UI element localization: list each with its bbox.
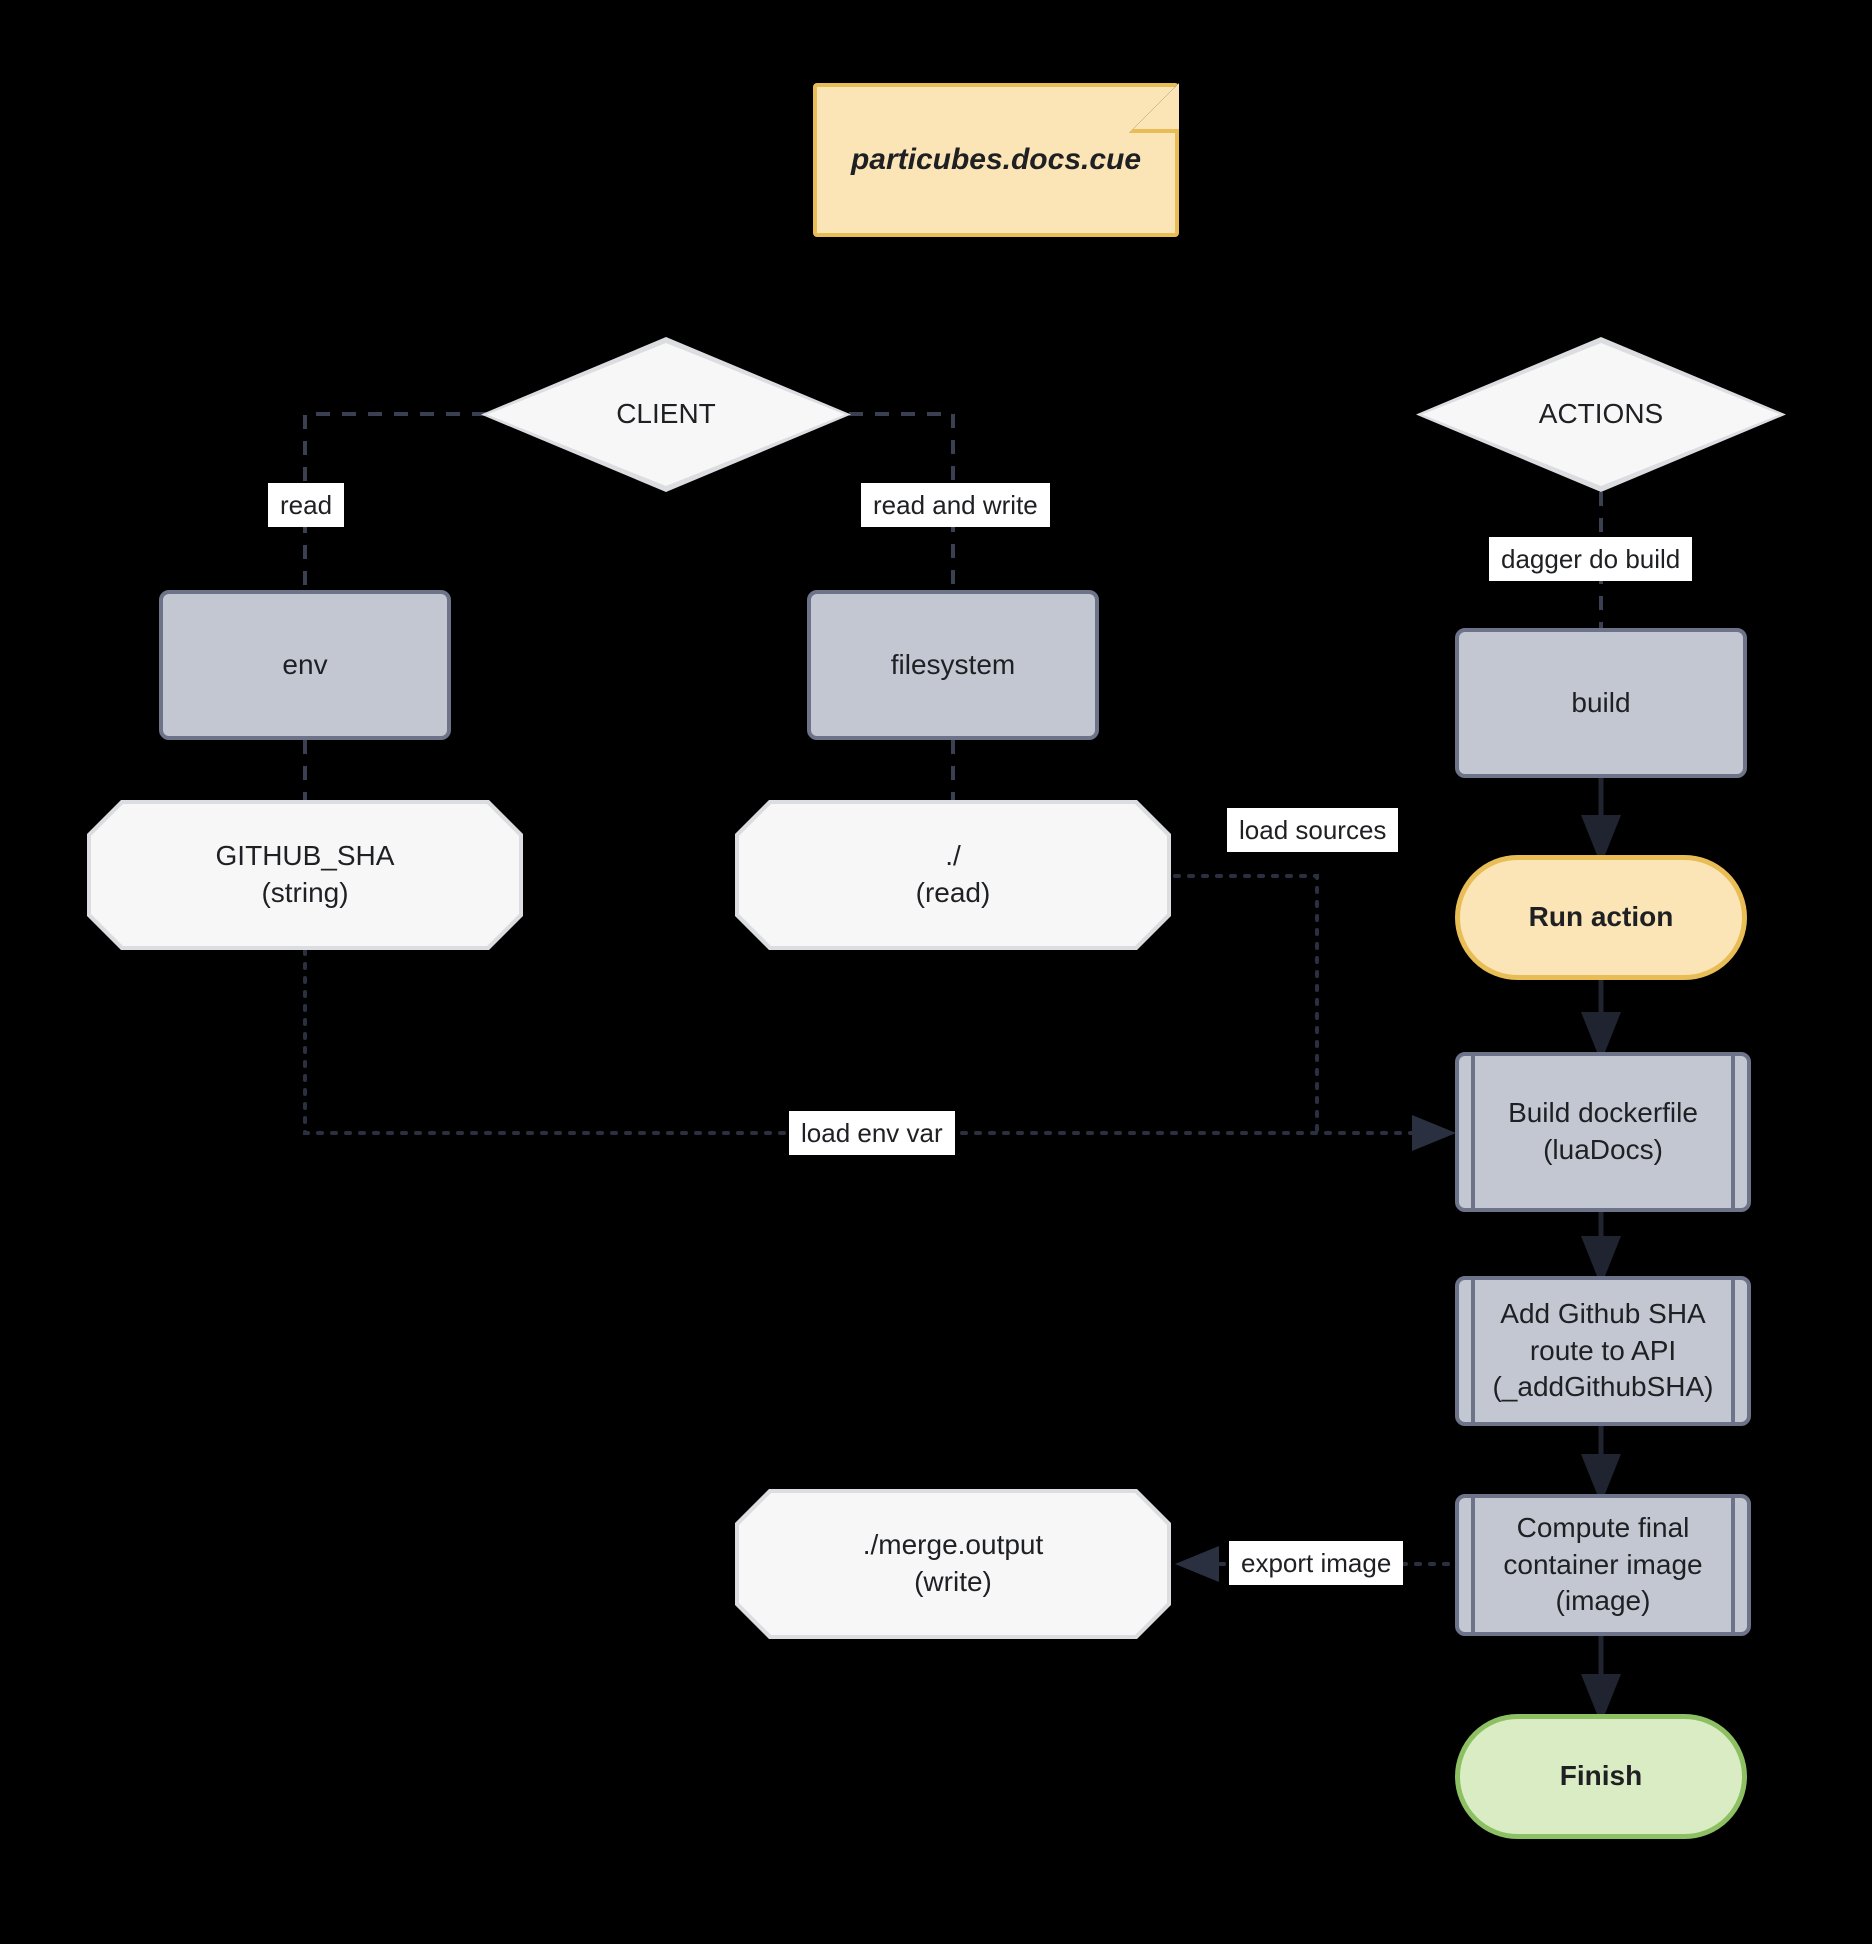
node-label: particubes.docs.cue [850,143,1142,177]
node-label: CLIENT [616,398,716,430]
edge-github-sha-build-dockerfile [303,948,1456,1151]
node-label: build [1571,686,1631,718]
edge-label-read: read [268,483,345,527]
node-label: Finish [1559,1760,1643,1792]
node-label: Build dockerfile (luaDocs) [1508,1097,1698,1165]
octagon-fill [91,804,519,946]
edge-label-load-env-var: load env var [789,1111,955,1155]
node-label: ./ (read) [915,840,991,908]
node-label: filesystem [890,648,1016,680]
node-build[interactable]: build [1455,628,1747,778]
subroutine-left-bar [1471,1056,1475,1208]
node-finish[interactable]: Finish [1455,1714,1747,1839]
octagon-fill [739,1493,1167,1635]
node-build-dockerfile[interactable]: Build dockerfile (luaDocs) [1455,1052,1751,1212]
subroutine-right-bar [1731,1280,1735,1422]
node-github-sha[interactable]: GITHUB_SHA (string) [87,800,523,950]
node-compute-image[interactable]: Compute final container image (image) [1455,1494,1751,1636]
node-particubes-docs-cue[interactable]: particubes.docs.cue [813,83,1179,237]
subroutine-right-bar [1731,1056,1735,1208]
node-merge-output[interactable]: ./merge.output (write) [735,1489,1171,1639]
node-dot-read[interactable]: ./ (read) [735,800,1171,950]
note-fold-icon [1129,83,1179,133]
node-add-github-sha[interactable]: Add Github SHA route to API (_addGithubS… [1455,1276,1751,1426]
node-label: ACTIONS [1538,398,1664,430]
subroutine-right-bar [1731,1498,1735,1632]
edge-label-dagger-do-build: dagger do build [1489,537,1693,581]
subroutine-left-bar [1471,1498,1475,1632]
node-client[interactable]: CLIENT [481,337,851,492]
edge-label-load-sources: load sources [1227,808,1399,852]
node-env[interactable]: env [159,590,451,740]
node-label: ./merge.output (write) [862,1529,1044,1597]
subroutine-left-bar [1471,1280,1475,1422]
edge-label-export-image: export image [1229,1541,1404,1585]
edge-dot-read-build-dockerfile [1173,874,1319,1135]
node-label: Run action [1528,901,1674,933]
edge-label-read-and-write: read and write [861,483,1050,527]
node-run-action[interactable]: Run action [1455,855,1747,980]
node-label: env [282,648,328,680]
node-actions[interactable]: ACTIONS [1416,337,1786,492]
octagon-fill [739,804,1167,946]
node-label: Compute final container image (image) [1503,1511,1703,1617]
node-filesystem[interactable]: filesystem [807,590,1099,740]
node-label: GITHUB_SHA (string) [215,840,395,908]
node-label: Add Github SHA route to API (_addGithubS… [1492,1297,1714,1403]
